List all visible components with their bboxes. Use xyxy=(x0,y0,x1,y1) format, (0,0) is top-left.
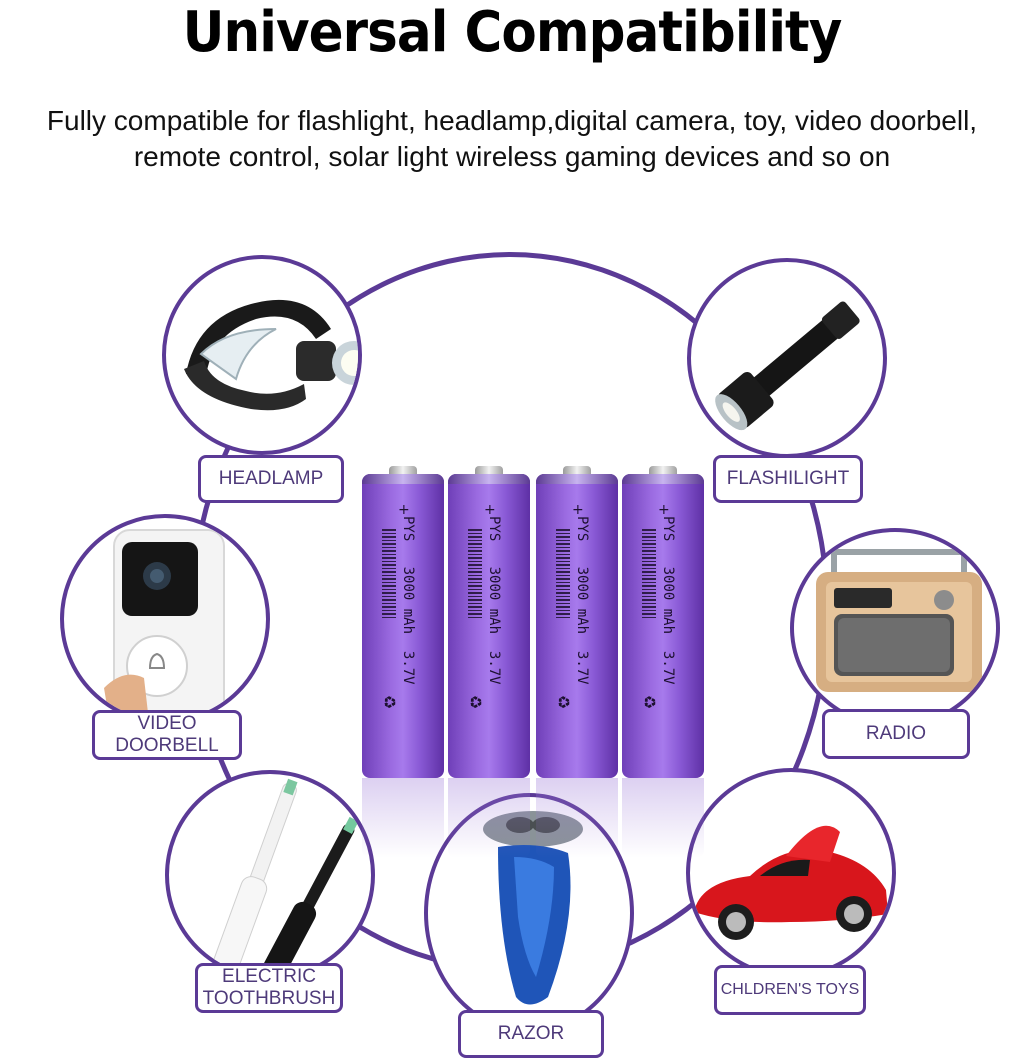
headlamp-label: HEADLAMP xyxy=(198,455,344,503)
battery-capacity: 3000 mAh xyxy=(400,566,416,635)
battery-voltage: 3.7V xyxy=(660,650,676,685)
flashlight-icon xyxy=(715,301,860,431)
battery-reflection xyxy=(536,778,618,858)
battery-3: + PYS 3000 mAh 3.7V ♻ xyxy=(536,466,618,778)
battery-2: + PYS 3000 mAh 3.7V ♻ xyxy=(448,466,530,778)
razor-label: RAZOR xyxy=(458,1010,604,1058)
razor-bubble xyxy=(424,793,634,1033)
battery-voltage: 3.7V xyxy=(574,650,590,685)
battery-body xyxy=(362,474,444,778)
battery-rim xyxy=(622,474,704,484)
battery-brand: PYS xyxy=(574,516,590,542)
battery-1: + PYS 3000 mAh 3.7V ♻ xyxy=(362,466,444,778)
battery-capacity: 3000 mAh xyxy=(486,566,502,635)
headlamp-icon xyxy=(184,299,358,411)
battery-voltage: 3.7V xyxy=(486,650,502,685)
recycle-icon: ♻ xyxy=(466,694,484,710)
video-doorbell-label: VIDEO DOORBELL xyxy=(92,710,242,760)
page-title: Universal Compatibility xyxy=(182,0,843,65)
recycle-icon: ♻ xyxy=(380,694,398,710)
recycle-icon: ♻ xyxy=(554,694,572,710)
recycle-icon: ♻ xyxy=(640,694,658,710)
flashlight-bubble xyxy=(687,258,887,458)
battery-plus: + xyxy=(658,502,670,518)
radio-icon xyxy=(816,549,982,692)
battery-rim xyxy=(536,474,618,484)
headlamp-bubble xyxy=(162,255,362,455)
battery-brand: PYS xyxy=(486,516,502,542)
toys-bubble xyxy=(686,768,896,978)
battery-capacity: 3000 mAh xyxy=(574,566,590,635)
radio-label: RADIO xyxy=(822,709,970,759)
battery-capacity: 3000 mAh xyxy=(660,566,676,635)
battery-reflection xyxy=(362,778,444,858)
battery-reflection xyxy=(622,778,704,858)
battery-barcode xyxy=(556,528,570,618)
battery-body xyxy=(448,474,530,778)
subtitle-line-2: remote control, solar light wireless gam… xyxy=(133,141,891,172)
video-doorbell-label-line-2: DOORBELL xyxy=(115,735,219,756)
battery-voltage: 3.7V xyxy=(400,650,416,685)
battery-plus: + xyxy=(484,502,496,518)
toothbrush-label-line-1: ELECTRIC xyxy=(222,966,316,987)
subtitle: Fully compatible for flashlight, headlam… xyxy=(0,103,1024,175)
razor-icon xyxy=(483,811,583,1005)
doorbell-icon xyxy=(104,529,225,720)
battery-4: + PYS 3000 mAh 3.7V ♻ xyxy=(622,466,704,778)
battery-rim xyxy=(362,474,444,484)
doorbell-bubble xyxy=(60,514,270,724)
video-doorbell-label-line-1: VIDEO xyxy=(137,713,197,734)
toothbrush-bubble xyxy=(165,770,375,980)
battery-rim xyxy=(448,474,530,484)
radio-bubble xyxy=(790,528,1000,728)
flashlight-label: FLASHILIGHT xyxy=(713,455,863,503)
battery-reflection xyxy=(448,778,530,858)
toothbrush-label-line-2: TOOTHBRUSH xyxy=(202,988,336,1009)
battery-barcode xyxy=(642,528,656,618)
battery-plus: + xyxy=(398,502,410,518)
battery-brand: PYS xyxy=(660,516,676,542)
battery-barcode xyxy=(468,528,482,618)
toothbrush-icon xyxy=(213,778,359,976)
battery-body xyxy=(536,474,618,778)
toothbrush-label: ELECTRIC TOOTHBRUSH xyxy=(195,963,343,1013)
toys-label: CHLDREN'S TOYS xyxy=(714,965,866,1015)
battery-brand: PYS xyxy=(400,516,416,542)
toy-car-icon xyxy=(694,825,888,940)
battery-body xyxy=(622,474,704,778)
battery-plus: + xyxy=(572,502,584,518)
battery-barcode xyxy=(382,528,396,618)
subtitle-line-1: Fully compatible for flashlight, headlam… xyxy=(46,105,978,136)
